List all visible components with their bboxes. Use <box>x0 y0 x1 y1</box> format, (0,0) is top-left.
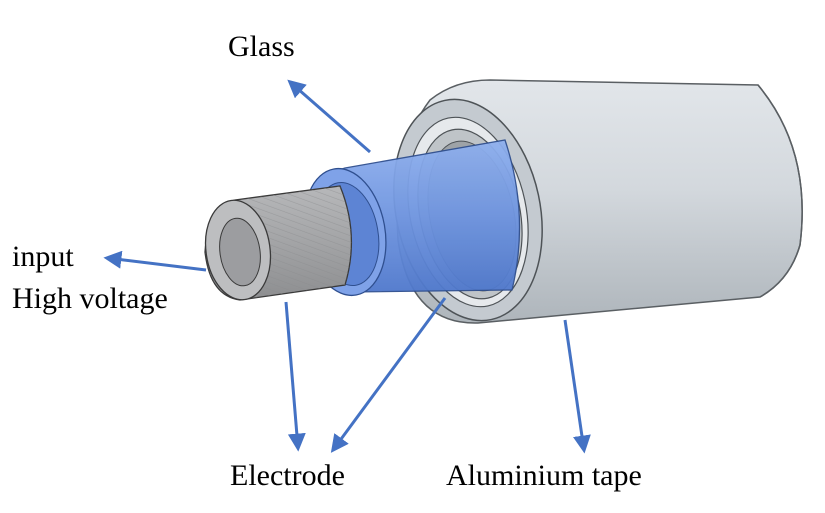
label-aluminium-tape: Aluminium tape <box>446 459 642 492</box>
electrode-arrow-left <box>284 301 306 452</box>
aluminium-tape-arrow <box>563 319 591 454</box>
glass-arrow <box>287 79 371 154</box>
aluminium-tape-far-end <box>757 84 803 298</box>
label-high-voltage: High voltage <box>12 282 168 315</box>
electrode-arrow-right <box>330 297 447 453</box>
pointer-arrows <box>103 79 591 454</box>
label-electrode: Electrode <box>230 459 345 492</box>
input-arrow <box>103 250 207 272</box>
inner-electrode <box>204 185 353 301</box>
inner-electrode-bore <box>219 217 261 287</box>
label-input: input <box>12 240 74 273</box>
label-glass: Glass <box>228 30 295 63</box>
